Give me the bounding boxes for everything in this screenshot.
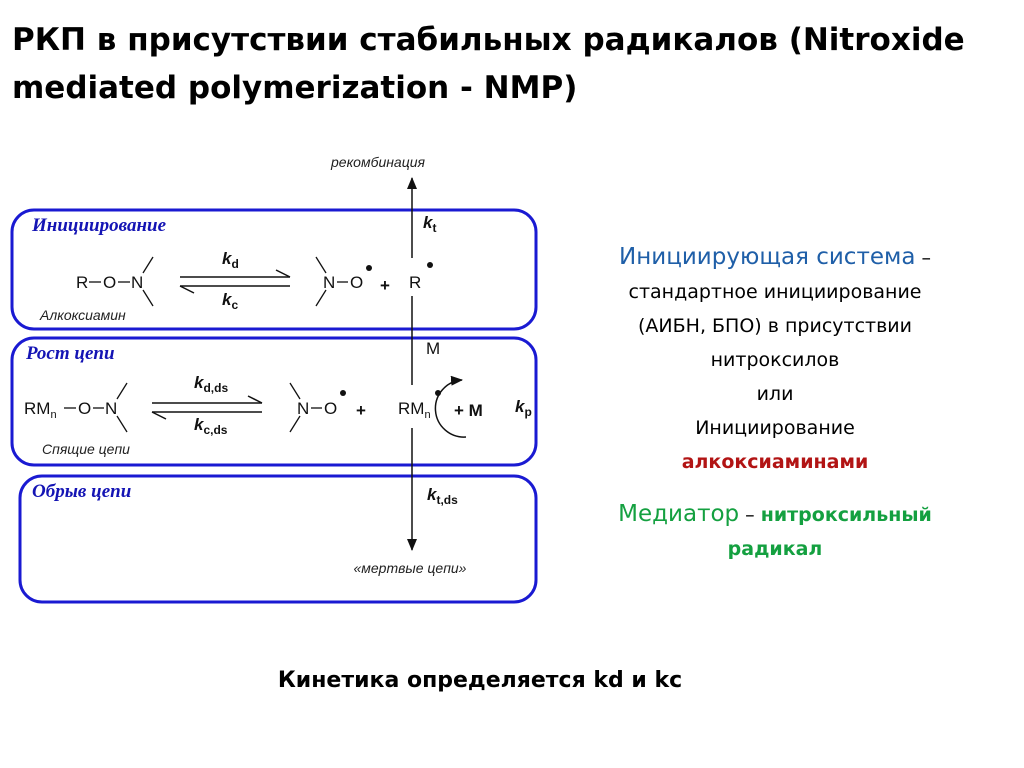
nitroxide-radical-growth: N O — [289, 382, 346, 433]
svg-text:R: R — [76, 273, 88, 292]
mediator-line: Медиатор – нитроксильный — [618, 501, 932, 527]
dead-chains-label: «мертвые цепи» — [354, 560, 467, 576]
alkoxyamine-caption: Алкоксиамин — [39, 307, 126, 323]
svg-text:N: N — [131, 273, 143, 292]
kc-constant: kc — [222, 290, 238, 312]
svg-text:N: N — [323, 273, 335, 292]
svg-text:O: O — [350, 273, 363, 292]
mediator-term: Медиатор — [618, 501, 740, 527]
svg-text:O: O — [103, 273, 116, 292]
initiation-box — [10, 208, 538, 331]
plus-monomer: + M — [454, 401, 483, 420]
propagation-cycle-arrow — [434, 375, 467, 438]
page-title: РКП в присутствии стабильных радикалов (… — [12, 22, 965, 106]
kdds-constant: kd,ds — [194, 373, 228, 395]
initiating-system-term: Инициирующая система — [619, 244, 916, 270]
svg-text:N: N — [297, 399, 309, 418]
kd-constant: kd — [222, 249, 239, 271]
description-line: стандартное инициирование — [628, 281, 922, 303]
ktds-constant: kt,ds — [427, 485, 458, 507]
plus-sign-growth: + — [356, 401, 366, 420]
section-label-growth: Рост цепи — [25, 343, 115, 364]
svg-text:O: O — [324, 399, 337, 418]
plus-sign-initiation: + — [380, 276, 390, 295]
monomer-label: M — [426, 339, 440, 358]
description-line: нитроксилов — [710, 349, 840, 371]
radical-term: радикал — [727, 538, 823, 560]
description-panel: Инициирующая система – стандартное иници… — [560, 240, 990, 566]
svg-text:O: O — [78, 399, 91, 418]
nitroxide-radical-initiation: N O — [315, 256, 372, 307]
section-label-initiation: Инициирование — [31, 215, 167, 236]
termination-box — [18, 474, 538, 604]
r-radical: R — [409, 262, 433, 292]
dormant-chain-molecule: RMn O N — [24, 382, 128, 433]
description-line: или — [756, 383, 794, 405]
equilibrium-arrows-growth — [151, 395, 263, 420]
description-line: Инициирование — [695, 417, 855, 439]
svg-text:N: N — [105, 399, 117, 418]
propagating-radical: RMn — [398, 390, 441, 421]
kinetics-conclusion: Кинетика определяется kd и kc — [277, 668, 683, 693]
section-label-termination: Обрыв цепи — [32, 481, 131, 502]
alkoxyamines-term: алкоксиаминами — [681, 451, 869, 473]
svg-text:RMn: RMn — [398, 399, 431, 421]
svg-text:RMn: RMn — [24, 399, 57, 421]
recombination-label: рекомбинация — [330, 154, 426, 170]
svg-text:R: R — [409, 273, 421, 292]
alkoxyamine-molecule: R O N — [76, 256, 154, 307]
kp-constant: kp — [515, 397, 532, 419]
equilibrium-arrows-initiation — [179, 269, 291, 294]
growth-box — [10, 336, 538, 467]
kcds-constant: kc,ds — [194, 415, 228, 437]
description-line: (АИБН, БПО) в присутствии — [638, 315, 912, 337]
nitroxyl-term: нитроксильный — [760, 504, 932, 526]
dormant-chains-caption: Спящие цепи — [42, 441, 130, 457]
kt-constant: kt — [423, 213, 436, 235]
initiating-system-line: Инициирующая система – — [619, 244, 931, 270]
